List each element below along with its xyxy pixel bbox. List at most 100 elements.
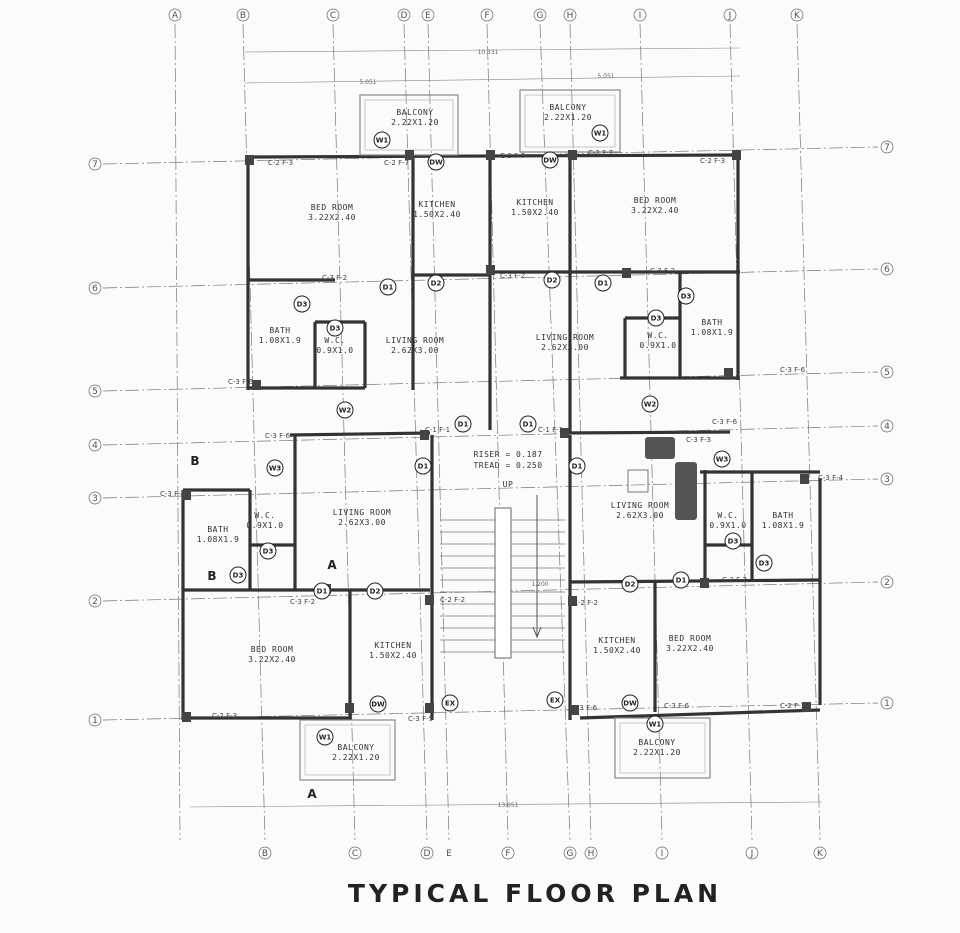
- opening-tag-circle: [519, 415, 537, 433]
- stair-direction: UP: [503, 480, 514, 489]
- room-size: 1.08X1.9: [762, 521, 805, 530]
- grid-label-row: 7: [884, 143, 890, 153]
- column-tag: C-1 F-1: [538, 426, 563, 434]
- armchair-icon: [645, 437, 675, 459]
- grid-label-column: G: [537, 11, 544, 21]
- room-name: W.C.: [717, 511, 738, 520]
- grid-label-row: 4: [92, 441, 98, 451]
- grid-bubble: [655, 846, 669, 860]
- grid-line-row: [102, 425, 879, 446]
- grid-bubble: [563, 846, 577, 860]
- column: [486, 150, 495, 160]
- room-size: 1.50X2.40: [511, 208, 559, 217]
- opening-tag: W1: [319, 734, 332, 742]
- room-name: LIVING ROOM: [386, 336, 444, 345]
- room-size: 2.22X1.20: [332, 753, 380, 762]
- grid-bubble: [420, 846, 434, 860]
- grid-bubble: [88, 281, 102, 295]
- grid-label-column: J: [728, 11, 732, 21]
- room-name: LIVING ROOM: [611, 501, 669, 510]
- walls: [181, 89, 822, 781]
- section-marker: B: [190, 454, 199, 468]
- grid-bubble: [88, 713, 102, 727]
- opening-tag: W2: [339, 407, 352, 415]
- grid-label-row: 4: [884, 422, 890, 432]
- opening-tag: D3: [263, 548, 274, 556]
- column-tag: C-1 F-1: [425, 426, 450, 434]
- grid-label-column: I: [661, 849, 664, 859]
- opening-tag-circle: [316, 728, 334, 746]
- room-size: 2.62X3.00: [616, 511, 664, 520]
- grid-line-row: [102, 478, 879, 499]
- opening-tag-circle: [641, 395, 659, 413]
- grid-line-column: [796, 23, 821, 841]
- opening-tag-circle: [336, 401, 354, 419]
- room-name: BATH: [772, 511, 793, 520]
- column-tag: C-3 F-6: [780, 366, 806, 374]
- grid-label-column: H: [567, 11, 574, 21]
- grid-bubble: [813, 846, 827, 860]
- room-name: BALCONY: [638, 738, 675, 747]
- grid-bubble: [88, 491, 102, 505]
- column-tag: C-3 F-5: [408, 715, 433, 723]
- opening-tag: D1: [523, 421, 534, 429]
- grid-label-column: K: [817, 849, 824, 859]
- grid-bubble: [348, 846, 362, 860]
- column-tag: C-3 F-2: [650, 267, 675, 275]
- grid-bubble: [584, 846, 598, 860]
- column: [622, 268, 631, 278]
- grid-bubble: [880, 696, 894, 710]
- opening-tag-circle: [713, 450, 731, 468]
- grid-bubble: [88, 594, 102, 608]
- opening-tag-circle: [621, 575, 639, 593]
- column-tag: C-3 F-6: [664, 702, 690, 710]
- opening-tag: EX: [445, 700, 456, 708]
- column: [182, 712, 191, 722]
- room-name: LIVING ROOM: [536, 333, 594, 342]
- balcony-rail: [524, 94, 616, 148]
- room-name: KITCHEN: [418, 200, 455, 209]
- opening-tag: W1: [649, 721, 662, 729]
- room-name: BED ROOM: [634, 196, 677, 205]
- room-name: BATH: [207, 525, 228, 534]
- grid-bubble: [397, 8, 411, 22]
- opening-tag: DW: [371, 701, 385, 709]
- room-size: 2.22X1.20: [633, 748, 681, 757]
- opening-tag: D1: [676, 577, 687, 585]
- opening-tag: D3: [681, 293, 692, 301]
- room-name: W.C.: [254, 511, 275, 520]
- opening-tag: DW: [543, 157, 557, 165]
- dimension-label: 5.051: [597, 73, 614, 80]
- column-tag: C-3 F-7: [500, 152, 525, 160]
- column: [245, 155, 254, 165]
- opening-tag-circle: [647, 309, 665, 327]
- grid-label-row: 3: [884, 475, 890, 485]
- grid-label-row: 5: [92, 387, 98, 397]
- grid-bubble: [633, 8, 647, 22]
- stair-well: [494, 507, 512, 659]
- room-size: 3.22X2.40: [308, 213, 356, 222]
- opening-tag: W3: [716, 456, 729, 464]
- column-tag: C-2 F-1: [780, 702, 805, 710]
- opening-tag: D3: [297, 301, 308, 309]
- balcony-outline: [614, 717, 711, 779]
- room-size: 0.9X1.0: [316, 346, 353, 355]
- grid-bubble: [501, 846, 515, 860]
- column: [802, 702, 811, 712]
- room-size: 1.50X2.40: [593, 646, 641, 655]
- dimension-label: 13.051: [498, 802, 519, 809]
- column-tag: C-2 F-7: [384, 159, 409, 167]
- column-tag: C-3 F-2: [722, 576, 747, 584]
- grid-bubble: [88, 157, 102, 171]
- wall: [579, 708, 821, 720]
- room-name: LIVING ROOM: [333, 508, 391, 517]
- room-name: KITCHEN: [374, 641, 411, 650]
- opening-tag: D3: [728, 538, 739, 546]
- opening-tag-circle: [427, 274, 445, 292]
- grid-label-column: C: [330, 11, 336, 21]
- grid-label-column: F: [505, 849, 510, 859]
- grid-label-row: 7: [92, 160, 98, 170]
- grid-label-column: J: [750, 849, 754, 859]
- wall: [569, 578, 821, 584]
